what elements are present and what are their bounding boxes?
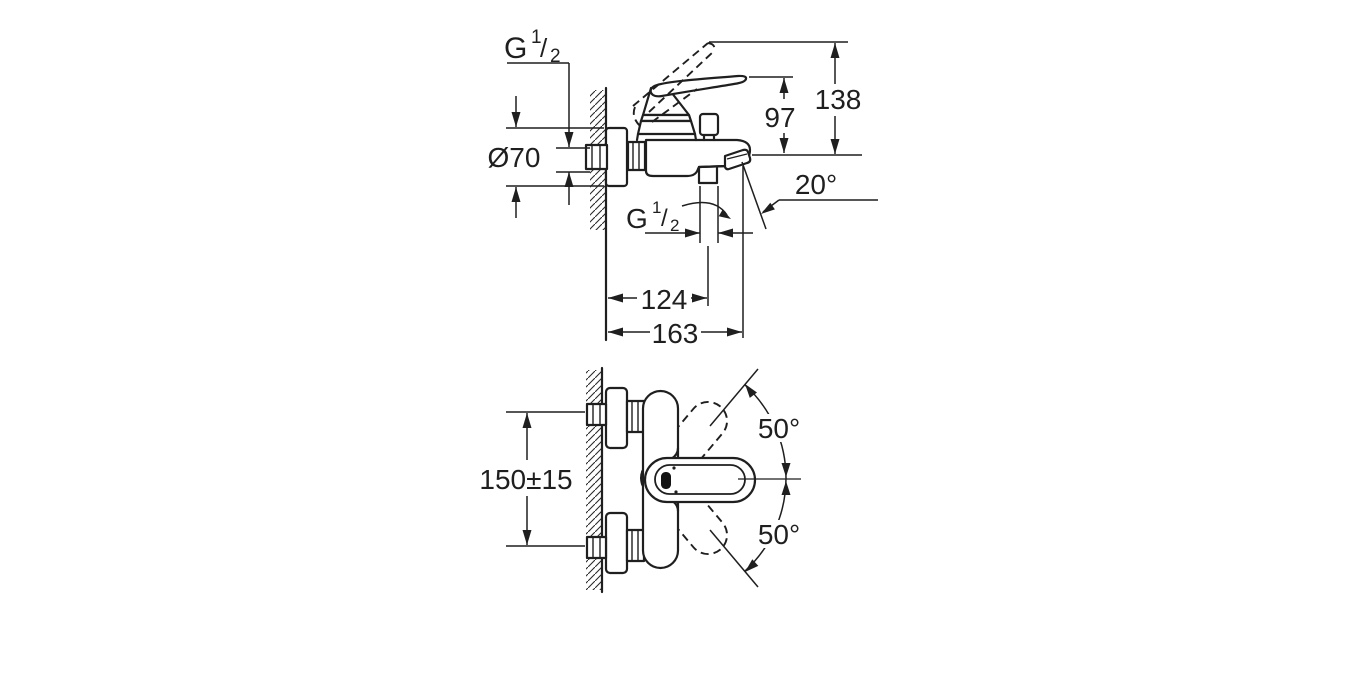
lower-connection [585, 511, 646, 575]
dim-g12-top: G 1 / 2 [504, 27, 590, 205]
swivel-up-label: 50° [758, 413, 800, 444]
dim-total-projection: 163 [608, 318, 742, 349]
lower-union-nut [625, 528, 646, 563]
thread-label-top: G 1 / 2 [504, 27, 561, 67]
outlet-thread [697, 165, 719, 185]
dim-raised-handle-height: 138 [709, 41, 862, 156]
dim-escutcheon-diameter: Ø70 [488, 96, 604, 218]
front-view: 50° 50° 150±15 [479, 366, 804, 594]
spout-angle-label: 20° [795, 169, 837, 200]
escutcheon-diameter-label: Ø70 [488, 142, 541, 173]
spout-reach-label: 124 [641, 284, 688, 315]
upper-wall-nut [585, 402, 608, 427]
lower-escutcheon [604, 511, 629, 575]
upper-union-nut [625, 399, 646, 434]
swivel-down-line [709, 529, 759, 588]
lever-dot-bottom [674, 490, 678, 494]
lever-dot-top [672, 466, 676, 470]
dim-spout-angle: 20° [741, 161, 878, 338]
total-projection-label: 163 [652, 318, 699, 349]
dim-connection-spacing: 150±15 [479, 411, 585, 547]
body-union-nut [626, 140, 647, 172]
lower-wall-nut [585, 535, 608, 560]
dim-swivel-angles: 50° 50° [709, 368, 804, 588]
thread-label-outlet: G 1 / 2 [626, 198, 679, 235]
lever-logo-mark [661, 472, 671, 489]
upper-escutcheon [604, 386, 629, 450]
wall-union-nut [584, 143, 609, 171]
aerator-inner-line [726, 153, 748, 160]
side-view: G 1 / 2 Ø70 97 138 [488, 27, 878, 349]
dim-handle-height: 97 [749, 76, 796, 153]
upper-connection [585, 386, 646, 450]
spout-underside [697, 164, 729, 169]
swivel-down-label: 50° [758, 519, 800, 550]
handle-height-label: 97 [764, 102, 795, 133]
diverter-knob [698, 112, 720, 142]
dim-spout-reach: 124 [608, 246, 709, 315]
connection-spacing-label: 150±15 [479, 464, 572, 495]
lever-handle-front [643, 456, 757, 504]
escutcheon [604, 126, 629, 188]
raised-handle-height-label: 138 [815, 84, 862, 115]
dim-g12-outlet: G 1 / 2 [626, 186, 753, 243]
lever-raised-dashed [632, 42, 716, 127]
swivel-up-line [709, 368, 759, 427]
